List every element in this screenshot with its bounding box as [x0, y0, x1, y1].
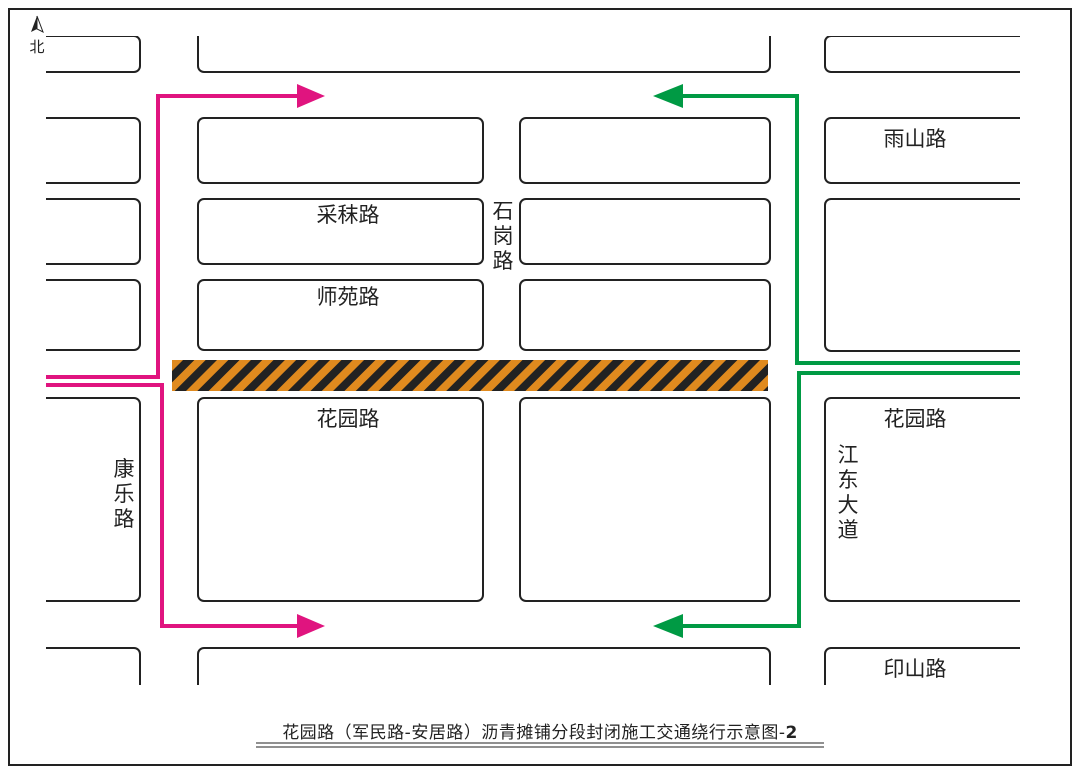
block-me1 — [519, 117, 771, 184]
block-me3 — [519, 279, 771, 351]
caption-number: 2 — [785, 723, 798, 743]
city-blocks — [29, 19, 1046, 711]
road-label-caishu: 采秣路 — [317, 203, 380, 227]
block-w4 — [29, 279, 141, 351]
block-w1 — [29, 35, 141, 73]
road-label-shigang: 石岗路 — [493, 199, 514, 273]
road-label-huayuan-west: 花园路 — [317, 407, 380, 431]
east-detour-arrow-south — [653, 614, 683, 638]
block-me4 — [519, 397, 771, 602]
block-w2 — [29, 117, 141, 184]
road-label-jiangdong: 江东大道 — [838, 443, 859, 542]
east-detour-route — [680, 94, 1020, 628]
block-mw3 — [197, 279, 484, 351]
block-mw1 — [197, 117, 484, 184]
road-labels: 采秣路 师苑路 花园路 花园路 雨山路 印山路 石岗路 康乐路 江东大道 — [114, 127, 947, 681]
closure-section — [172, 360, 768, 391]
block-e1 — [824, 35, 1046, 73]
road-label-huayuan-east: 花园路 — [884, 407, 947, 431]
road-label-yushan: 雨山路 — [884, 127, 947, 151]
road-label-kangle: 康乐路 — [114, 457, 135, 531]
caption-title: 花园路（军民路-安居路）沥青摊铺分段封闭施工交通绕行示意图- — [282, 723, 786, 743]
block-mw2 — [197, 198, 484, 265]
east-detour-arrow-north — [653, 84, 683, 108]
block-w3 — [29, 198, 141, 265]
road-label-shiyuan: 师苑路 — [317, 285, 380, 309]
north-arrow-icon: 北 — [29, 15, 45, 56]
map-caption: 花园路（军民路-安居路）沥青摊铺分段封闭施工交通绕行示意图-2 — [0, 718, 1080, 743]
compass-label: 北 — [29, 38, 44, 56]
west-detour-route — [46, 94, 300, 628]
block-me2 — [519, 198, 771, 265]
west-detour-arrow-north — [297, 84, 325, 108]
block-mw4 — [197, 397, 484, 602]
block-e3 — [824, 198, 1046, 352]
road-label-yinshan: 印山路 — [884, 657, 947, 681]
west-detour-arrow-south — [297, 614, 325, 638]
